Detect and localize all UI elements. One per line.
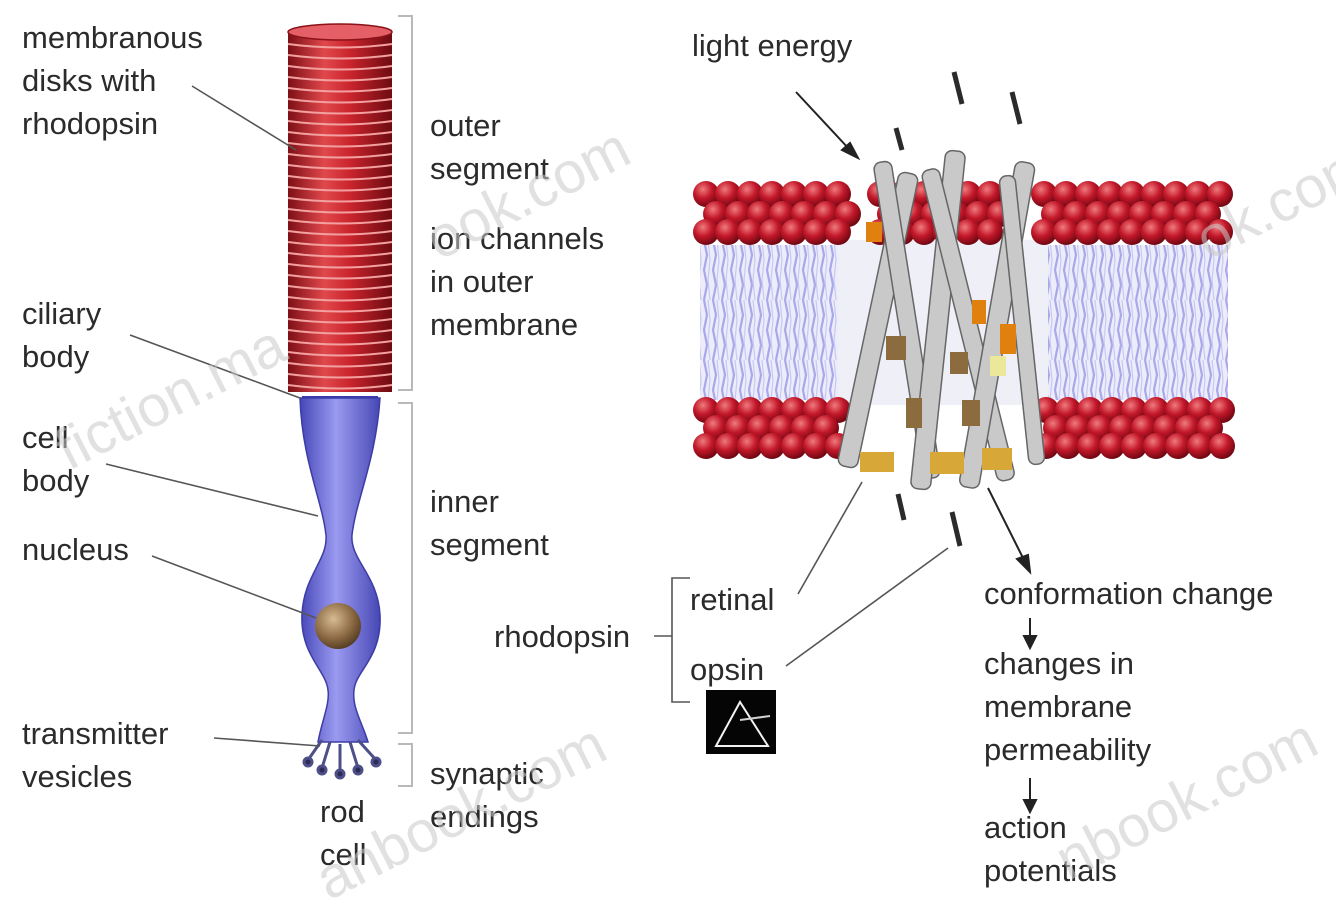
nucleus-label: nucleus [22,528,129,571]
retinal-label: retinal [690,578,774,621]
outer-segment-bracket [398,16,412,390]
ion-channels-label: ion channels in outer membrane [430,217,604,346]
outer-segment-disks [288,24,392,392]
cell-body-label: cell body [22,416,89,502]
light-energy-label: light energy [692,24,852,67]
transmitter-vesicles-label: transmitter vesicles [22,712,168,798]
inner-segment-label: inner segment [430,480,549,566]
rod-leader-lines [106,86,320,746]
ciliary-body-label: ciliary body [22,292,101,378]
segment-brackets [398,16,412,786]
opsin-label: opsin [690,648,764,691]
action-potentials-label: action potentials [984,806,1117,892]
rod-cell-label: rod cell [320,790,367,876]
rhodopsin-label: rhodopsin [494,615,630,658]
inner-segment-bracket [398,403,412,733]
phospholipid-head [825,219,851,245]
outer-segment-label: outer segment [430,104,549,190]
synaptic-endings-label: synaptic endings [430,752,544,838]
upper-phospholipid-heads [693,181,1233,245]
conformation-change-label: conformation change [984,572,1274,615]
cell-body [300,398,380,742]
phospholipid-head [1209,433,1235,459]
light-inset-icon [706,690,776,754]
phospholipid-head [1207,219,1233,245]
membrane-permeability-label: changes in membrane permeability [984,642,1151,771]
synaptic-endings-bracket [398,744,412,786]
phospholipid-head [977,219,1003,245]
nucleus [315,603,361,649]
membranous-disks-label: membranous disks with rhodopsin [22,16,203,145]
rod-cell [288,24,392,778]
